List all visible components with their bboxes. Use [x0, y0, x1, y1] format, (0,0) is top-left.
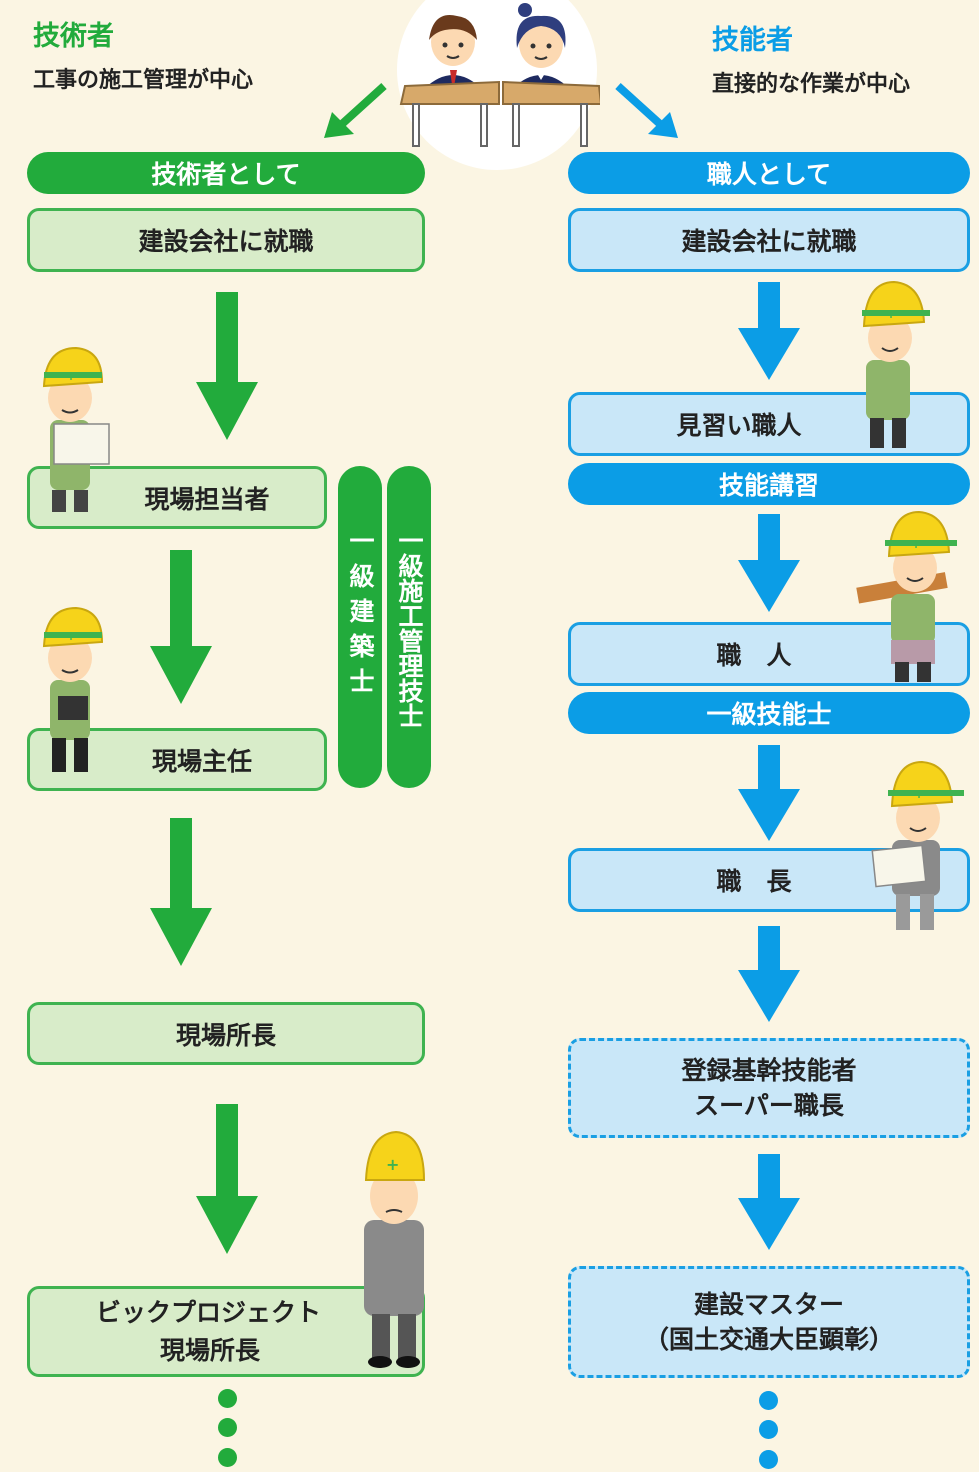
craftsman-worker-figure: + [856, 510, 957, 682]
down-arrow-green-4 [196, 1104, 258, 1254]
site-staff-worker-figure: + [42, 346, 110, 512]
continue-dot [218, 1389, 237, 1408]
down-arrow-green-1 [196, 292, 258, 440]
continue-dot [218, 1418, 237, 1437]
students-illustration [397, 0, 600, 170]
first-class-technician-badge: 一級技能士 [568, 692, 970, 734]
skill-training-badge: 技能講習 [568, 463, 970, 505]
down-arrow-blue-3 [738, 745, 800, 841]
svg-text:+: + [914, 787, 924, 801]
svg-text:+: + [911, 537, 921, 551]
engineer-step-employment: 建設会社に就職 [27, 208, 425, 272]
foreman-worker-figure: + [871, 760, 964, 930]
craftsman-category-title: 技能者 [712, 25, 793, 56]
engineer-step-site-manager: 現場所長 [27, 1002, 425, 1065]
engineer-description: 工事の施工管理が中心 [33, 68, 254, 93]
svg-text:+: + [66, 369, 76, 383]
continue-dot [759, 1450, 778, 1469]
down-arrow-blue-4 [738, 926, 800, 1022]
qualification-construction-manager-label: 一級施工管理技士 [395, 528, 424, 728]
down-arrow-green-3 [150, 818, 212, 966]
svg-text:+: + [386, 1155, 399, 1174]
down-arrow-green-2 [150, 550, 212, 704]
continue-dot [759, 1420, 778, 1439]
craftsman-step-registered-core-technician: 登録基幹技能者 スーパー職長 [568, 1038, 970, 1138]
engineer-category-title: 技術者 [33, 21, 114, 52]
site-manager-worker-figure: + [364, 1130, 426, 1368]
qualification-architect-label: 一級建築士 [346, 528, 375, 703]
construction-master-label: 建設マスター [693, 1290, 844, 1319]
svg-text:+: + [886, 307, 896, 321]
qualification-construction-manager: 一級施工管理技士 [387, 466, 431, 788]
craftsman-header: 職人として [568, 152, 970, 194]
site-chief-worker-figure: + [42, 606, 104, 772]
arrow-to-craftsman [615, 83, 678, 138]
apprentice-worker-figure: + [862, 280, 930, 448]
super-foreman-label: スーパー職長 [694, 1091, 844, 1120]
big-project-line1: ビックプロジェクト [96, 1298, 322, 1327]
down-arrow-blue-2 [738, 514, 800, 612]
engineer-header: 技術者として [27, 152, 425, 194]
registered-core-technician-label: 登録基幹技能者 [681, 1056, 857, 1085]
continue-dot [759, 1391, 778, 1410]
craftsman-step-employment: 建設会社に就職 [568, 208, 970, 272]
svg-text:+: + [66, 629, 76, 643]
engineer-step-site-staff: 現場担当者 [27, 466, 327, 529]
minister-commendation-label: （国土交通大臣顕彰） [643, 1325, 894, 1354]
engineer-step-big-project: ビックプロジェクト 現場所長 [27, 1286, 425, 1377]
arrow-to-engineer [324, 83, 387, 138]
down-arrow-blue-5 [738, 1154, 800, 1250]
down-arrow-blue-1 [738, 282, 800, 380]
craftsman-description: 直接的な作業が中心 [712, 72, 911, 97]
qualification-architect: 一級建築士 [338, 466, 382, 788]
big-project-line2: 現場所長 [160, 1335, 261, 1365]
continue-dot [218, 1448, 237, 1467]
craftsman-step-construction-master: 建設マスター （国土交通大臣顕彰） [568, 1266, 970, 1378]
